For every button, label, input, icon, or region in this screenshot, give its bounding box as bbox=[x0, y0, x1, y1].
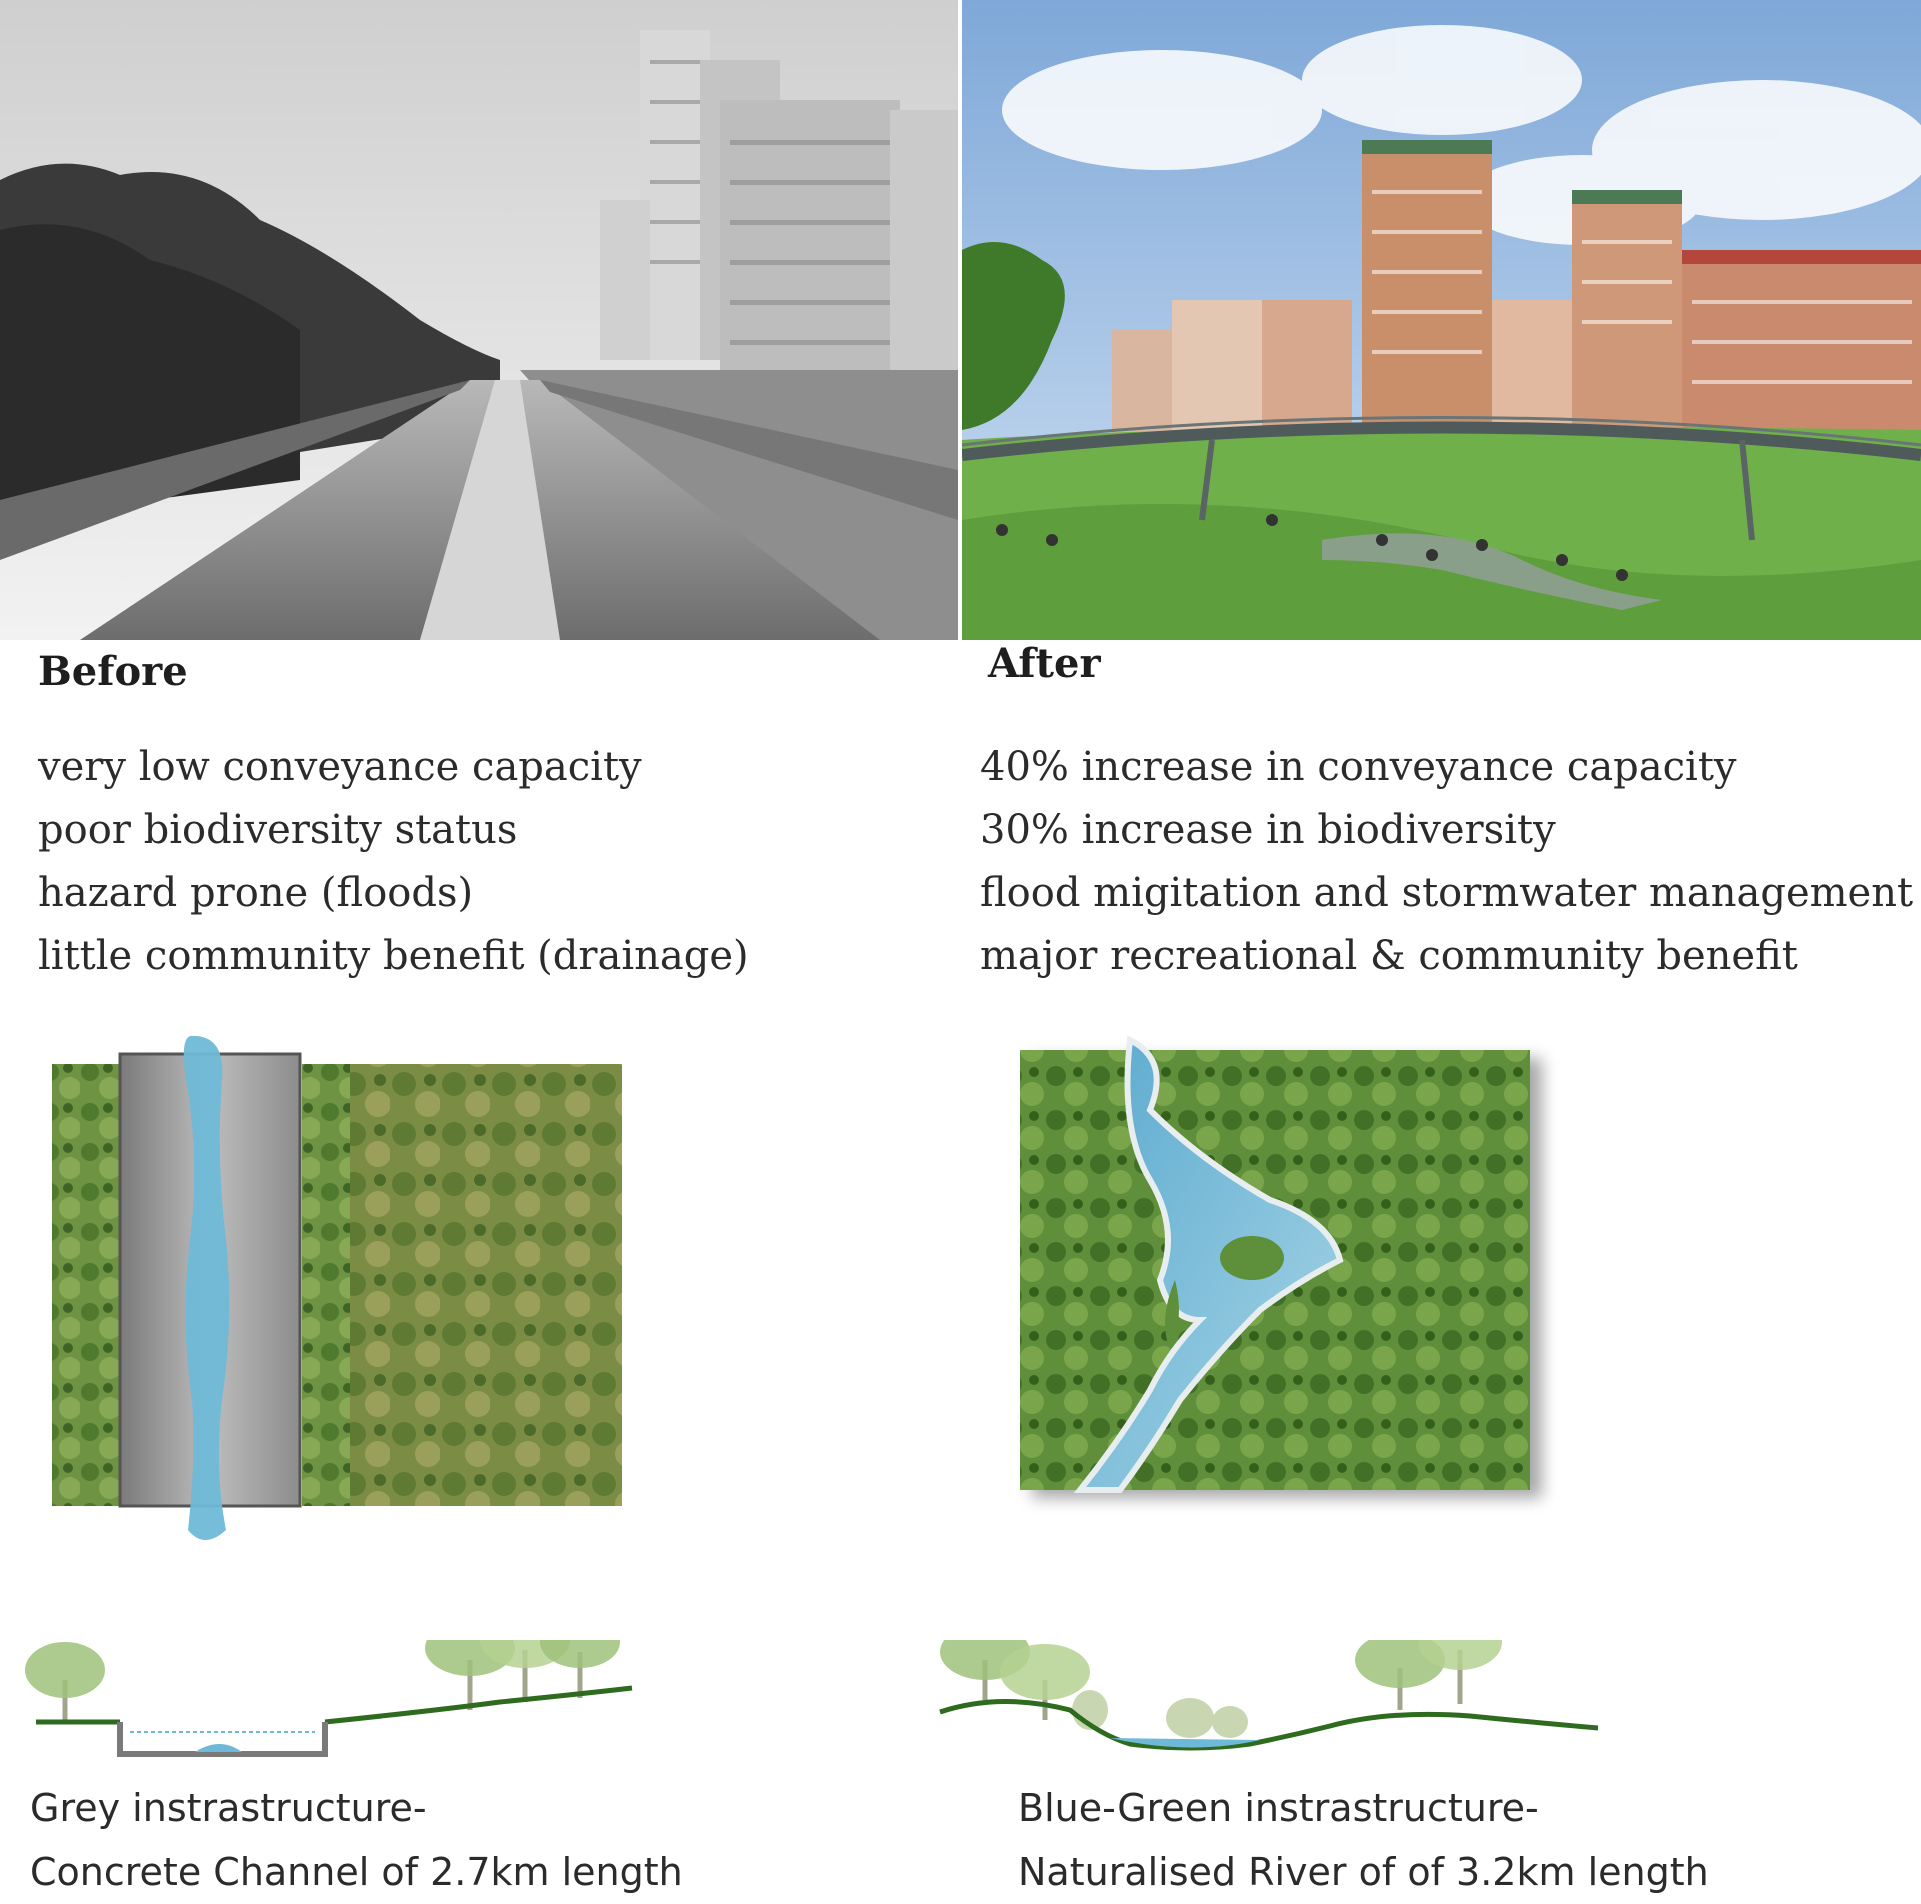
after-plan-diagram bbox=[1000, 1020, 1580, 1520]
naturalised-river-water bbox=[1073, 1035, 1344, 1493]
before-points-list: very low conveyance capacity poor biodiv… bbox=[38, 736, 749, 988]
before-section-diagram bbox=[20, 1640, 650, 1760]
tree-icon bbox=[1418, 1640, 1502, 1704]
after-caption-line1: Blue-Green instrastructure- bbox=[1018, 1786, 1539, 1830]
concrete-channel-water bbox=[183, 1035, 230, 1540]
after-point: 40% increase in conveyance capacity bbox=[980, 744, 1737, 790]
before-point: poor biodiversity status bbox=[38, 807, 518, 853]
tree-icon bbox=[540, 1640, 620, 1698]
before-plan-diagram bbox=[40, 1020, 640, 1540]
before-heading: Before bbox=[38, 648, 188, 695]
after-photo-naturalised-river-park bbox=[962, 0, 1921, 640]
after-section-diagram bbox=[930, 1640, 1610, 1760]
before-point: very low conveyance capacity bbox=[38, 744, 642, 790]
before-caption-line2: Concrete Channel of 2.7km length bbox=[30, 1850, 683, 1894]
after-caption: Blue-Green instrastructure- Naturalised … bbox=[1018, 1776, 1709, 1904]
after-points-list: 40% increase in conveyance capacity 30% … bbox=[980, 736, 1913, 988]
before-photo-concrete-canal bbox=[0, 0, 958, 640]
tree-icon bbox=[25, 1642, 105, 1720]
tree-icon bbox=[1000, 1644, 1090, 1720]
before-point: little community benefit (drainage) bbox=[38, 933, 749, 979]
after-point: 30% increase in biodiversity bbox=[980, 807, 1556, 853]
after-heading: After bbox=[988, 640, 1101, 687]
before-caption: Grey instrastructure- Concrete Channel o… bbox=[30, 1776, 683, 1904]
after-caption-line2: Naturalised River of of 3.2km length bbox=[1018, 1850, 1709, 1894]
after-point: flood migitation and stormwater manageme… bbox=[980, 870, 1914, 916]
before-point: hazard prone (floods) bbox=[38, 870, 474, 916]
before-caption-line1: Grey instrastructure- bbox=[30, 1786, 427, 1830]
after-point: major recreational & community benefit bbox=[980, 933, 1798, 979]
